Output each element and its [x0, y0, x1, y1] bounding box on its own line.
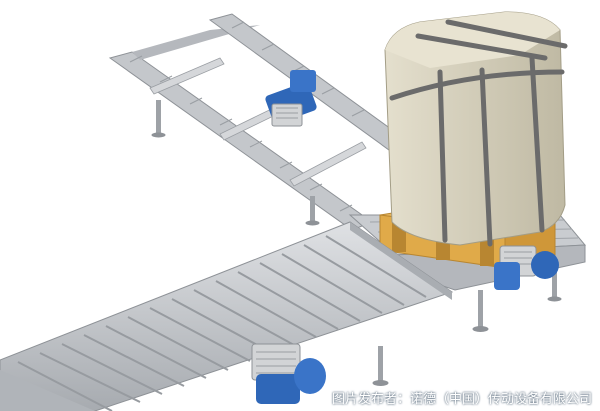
- gear-motor-icon: [251, 343, 326, 404]
- gear-motor-icon: [494, 245, 559, 290]
- pallet-load-icon: [379, 11, 568, 269]
- lower-roller-conveyor: [0, 221, 454, 411]
- gear-motor-icon: [265, 70, 317, 127]
- image-caption: 图片发布者：诺德（中国）传动设备有限公司: [331, 392, 592, 407]
- upper-chain-conveyor: [108, 13, 422, 231]
